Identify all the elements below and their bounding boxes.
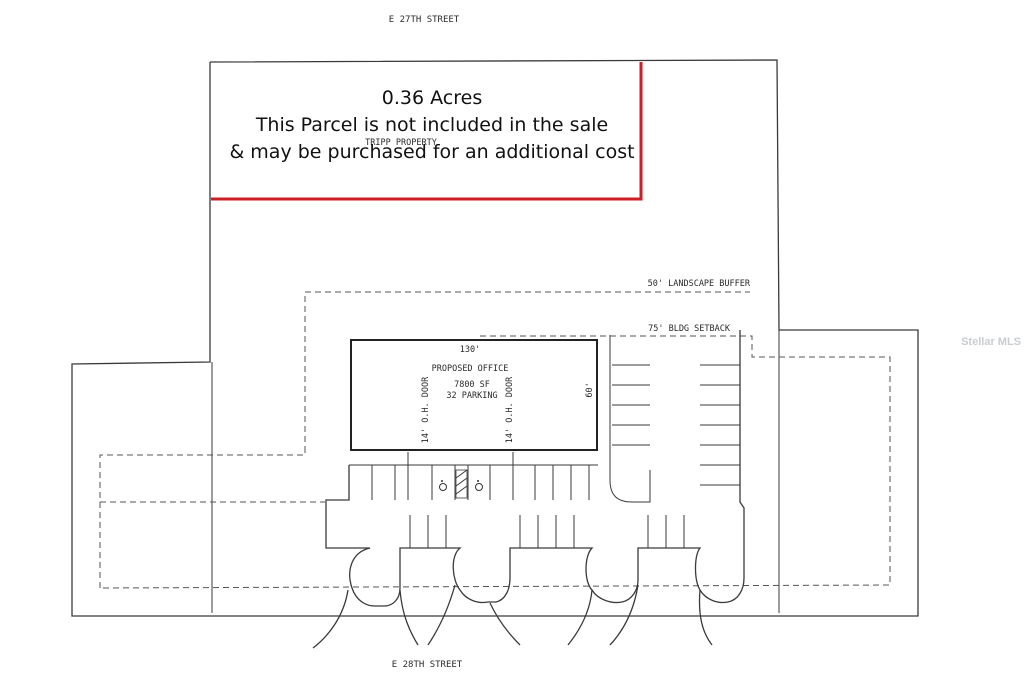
property-boundary: [71, 59, 919, 617]
building-area: 7800 SF: [454, 380, 490, 390]
parcel-note-line1: 0.36 Acres: [382, 87, 482, 109]
setback-outer-line: [99, 452, 306, 588]
parking-lot-outline: [325, 330, 745, 607]
building-width-dim: 130': [460, 345, 480, 355]
parking-stalls-north-left: [371, 452, 409, 500]
building-parking: 32 PARKING: [446, 391, 497, 401]
wheelchair-icon: [439, 480, 447, 491]
parking-island-east: [609, 335, 651, 503]
wheelchair-icon: [475, 480, 483, 491]
overhead-door-left-label: 14' O.H. DOOR: [421, 376, 431, 443]
mls-watermark: Stellar MLS: [961, 336, 1021, 348]
parking-stalls-east-east-side: [700, 364, 740, 486]
parking-stalls-south: [409, 515, 685, 548]
south-street-label: E 28TH STREET: [392, 660, 463, 670]
setback-label: 75' BLDG SETBACK: [648, 324, 731, 334]
building-depth-dim: 60': [585, 382, 595, 397]
parking-stalls-north-right: [534, 465, 590, 500]
landscape-buffer-label: 50' LANDSCAPE BUFFER: [648, 279, 751, 289]
driveway-curves: [312, 584, 713, 649]
building-name: PROPOSED OFFICE: [432, 364, 509, 374]
parcel-note-line2: This Parcel is not included in the sale: [255, 114, 608, 136]
setback-east-line: [99, 335, 891, 589]
overhead-door-right-label: 14' O.H. DOOR: [505, 376, 515, 443]
parcel-note-line3: & may be purchased for an additional cos…: [229, 141, 634, 163]
proposed-building: [350, 339, 598, 451]
parking-stalls-east-west-side: [612, 364, 650, 446]
north-street-label: E 27TH STREET: [389, 15, 460, 25]
excluded-parcel-outline: [211, 62, 643, 201]
tripp-property-label: TRIPP PROPERTY: [365, 138, 437, 148]
accessible-stalls: [431, 452, 514, 500]
